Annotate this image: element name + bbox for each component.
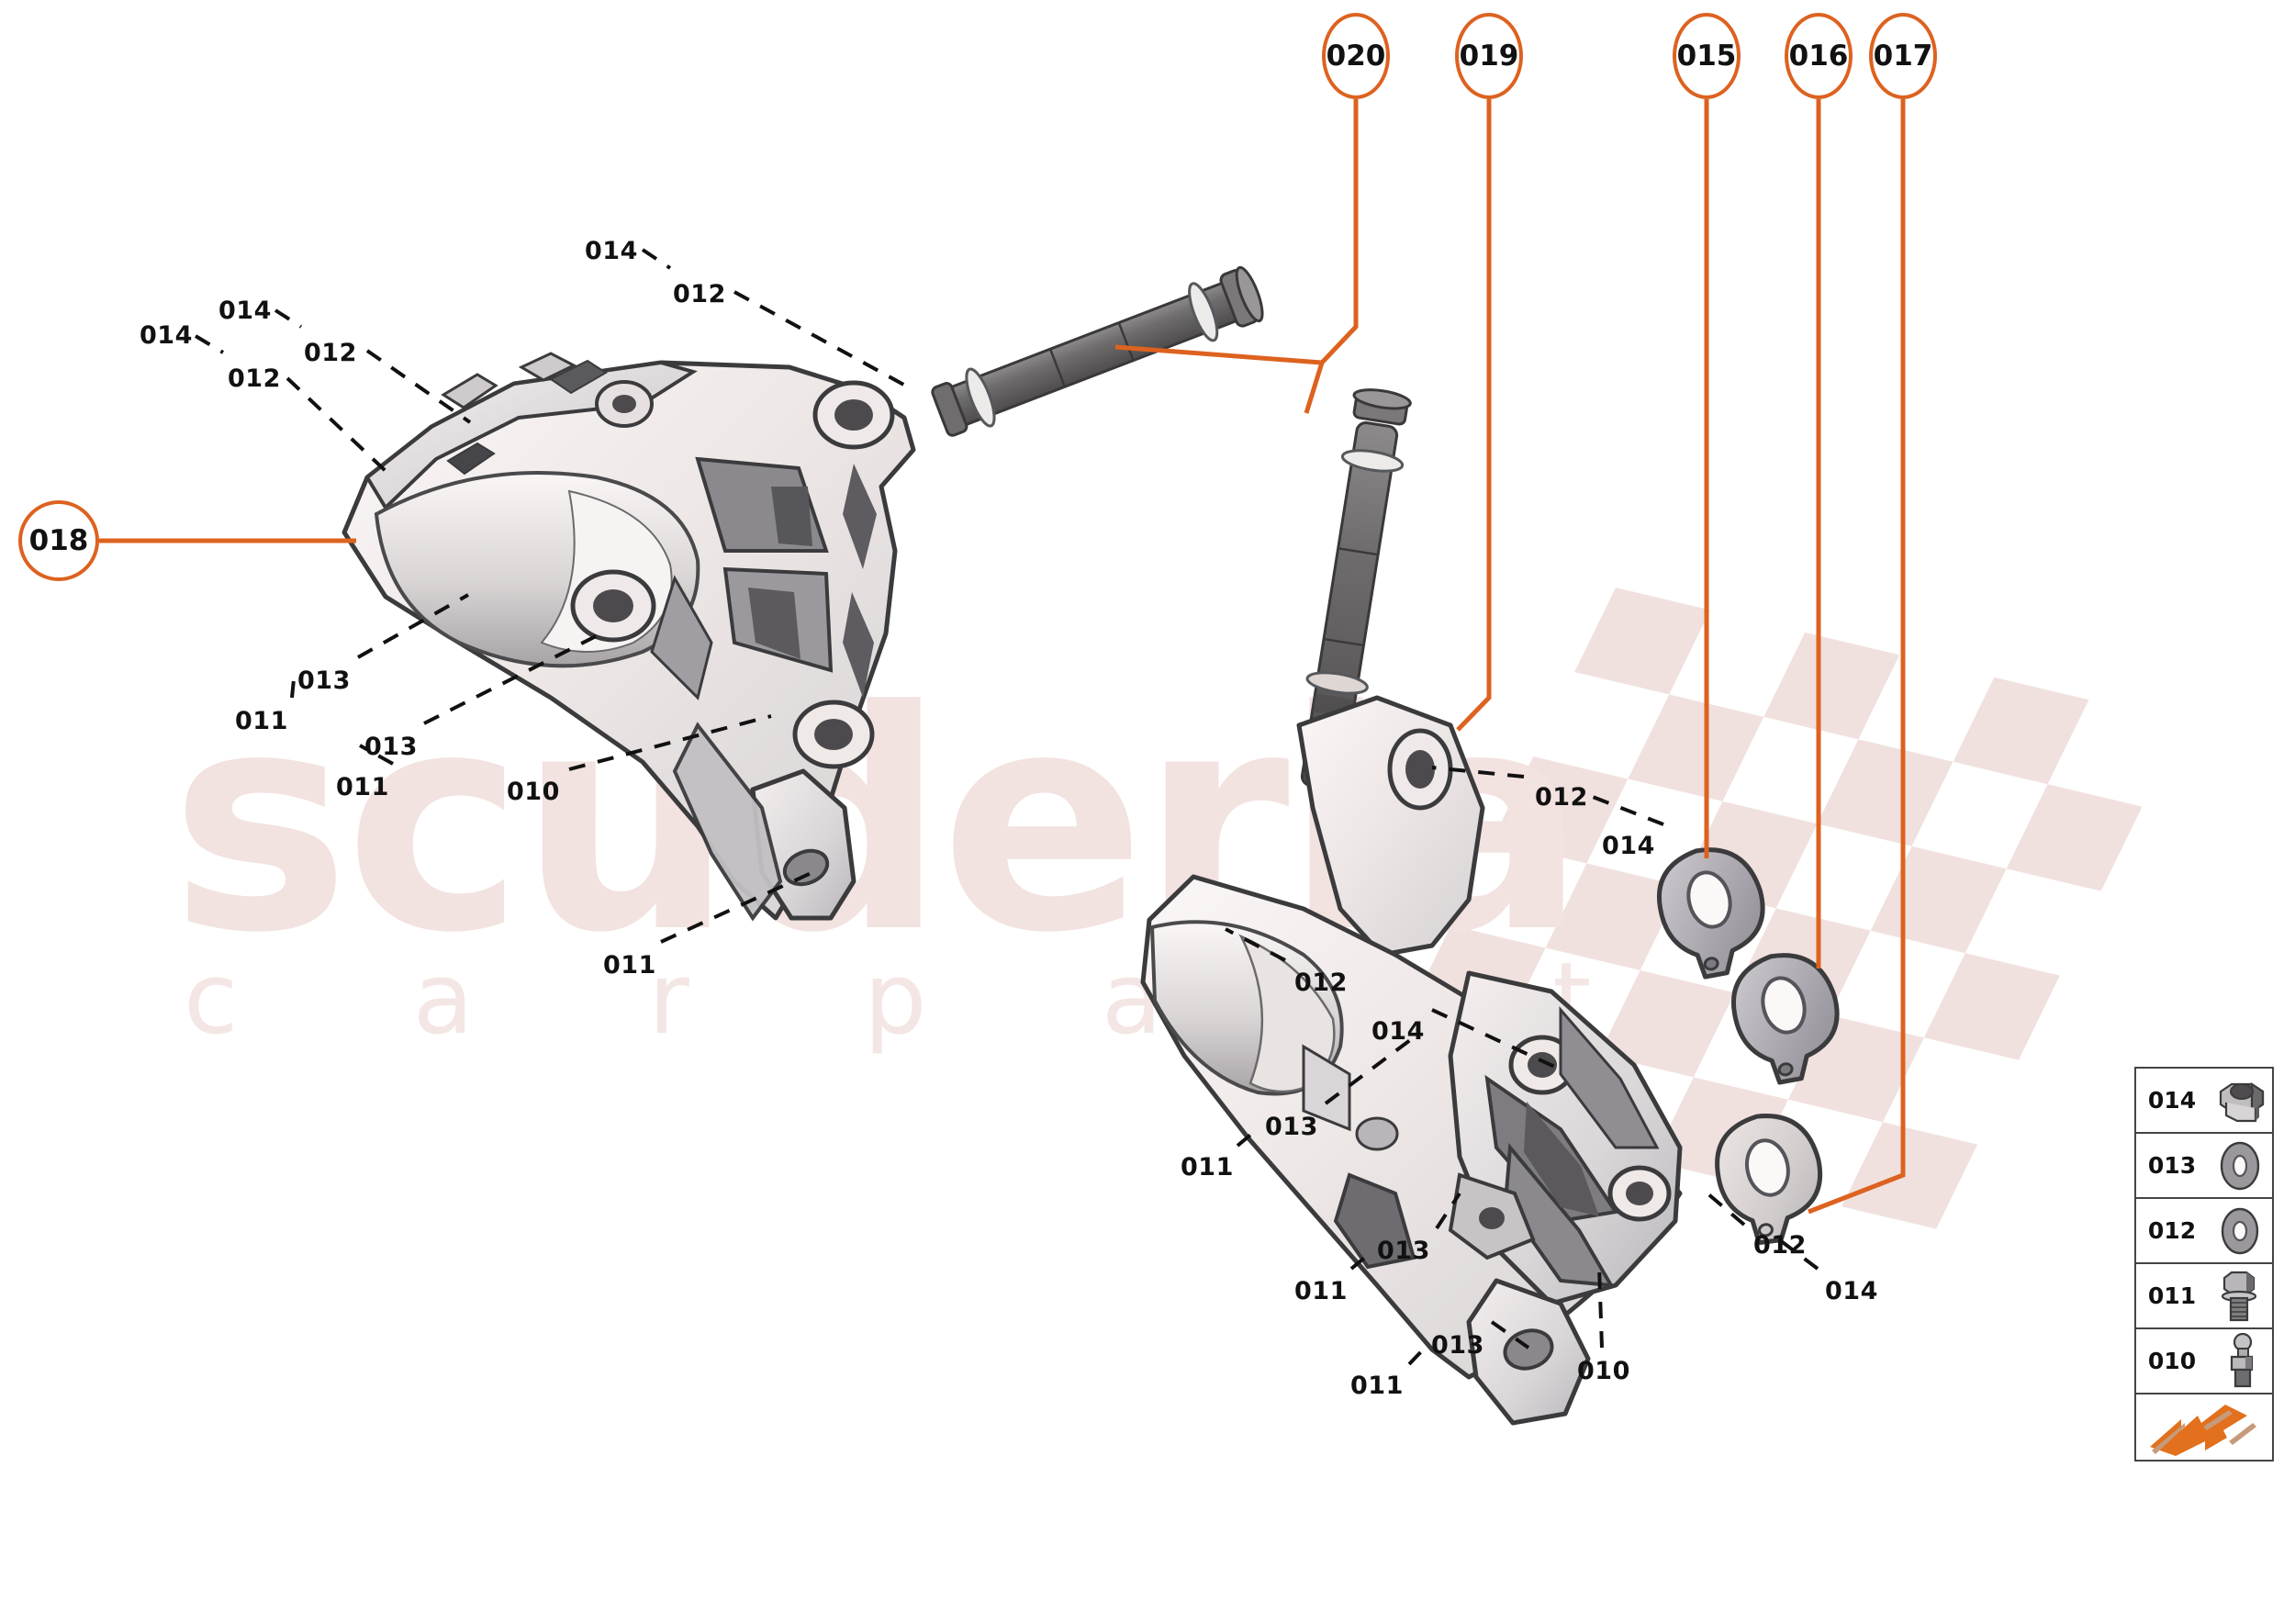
leader-020-branch [1304, 362, 1325, 414]
leader-l07 [357, 593, 469, 659]
callout-017[interactable]: 017 [1869, 13, 1937, 99]
leader-l01 [641, 248, 672, 270]
part-label-012: 012 [304, 339, 357, 367]
legend-number-010: 010 [2147, 1348, 2197, 1374]
leader-019 [1456, 99, 1492, 732]
callout-015[interactable]: 015 [1673, 13, 1741, 99]
flange-nut-icon [2208, 1069, 2272, 1132]
leader-l20 [1349, 1249, 1375, 1271]
long-through-bolt-019 [1300, 388, 1412, 791]
leader-l08 [290, 678, 296, 699]
tab-washer-016 [1731, 953, 1840, 1085]
leader-l03 [274, 308, 303, 329]
orange-arrow-icon [2136, 1394, 2272, 1460]
leader-l22 [1407, 1342, 1430, 1366]
part-label-011: 011 [1350, 1372, 1404, 1400]
part-label-014: 014 [218, 297, 272, 325]
part-label-014: 014 [1602, 832, 1655, 860]
leader-l16 [1431, 1008, 1562, 1071]
part-label-014: 014 [585, 237, 638, 265]
parts-legend: 014 013 012 [2134, 1067, 2274, 1462]
washer-icon [2208, 1199, 2272, 1262]
leader-l09 [423, 632, 602, 725]
tab-washer-017 [1715, 1114, 1823, 1246]
leader-l21 [1490, 1320, 1530, 1350]
part-label-014: 014 [1825, 1277, 1878, 1305]
leader-l10 [359, 744, 394, 766]
part-label-012: 012 [1294, 969, 1348, 997]
part-label-011: 011 [603, 951, 656, 980]
flange-bolt-icon [2208, 1264, 2272, 1327]
left-engine-mount-bracket [341, 352, 916, 922]
legend-number-012: 012 [2147, 1217, 2197, 1244]
part-label-014: 014 [1371, 1017, 1425, 1046]
long-through-bolt-020 [931, 265, 1264, 437]
part-label-012: 012 [1753, 1231, 1807, 1260]
callout-leader-lines [99, 99, 1906, 1215]
legend-row-arrow [2136, 1394, 2272, 1460]
leader-l11 [568, 714, 772, 771]
leader-l13 [1431, 766, 1525, 778]
large-washer-icon [2208, 1134, 2272, 1197]
leader-l18 [1236, 1126, 1261, 1148]
leader-l15 [1225, 927, 1286, 962]
part-label-012: 012 [1535, 783, 1588, 812]
part-label-013: 013 [1377, 1237, 1430, 1265]
legend-row-014: 014 [2136, 1069, 2272, 1134]
part-label-011: 011 [336, 773, 389, 801]
part-label-012: 012 [673, 280, 726, 308]
part-label-011: 011 [1294, 1277, 1348, 1305]
leader-l02 [733, 290, 910, 389]
leader-l05 [194, 334, 225, 354]
leader-l19 [1435, 1192, 1461, 1230]
part-label-012: 012 [228, 364, 281, 393]
legend-row-011: 011 [2136, 1264, 2272, 1329]
leader-l14 [1592, 795, 1664, 826]
legend-number-011: 011 [2147, 1282, 2197, 1309]
callout-018[interactable]: 018 [18, 500, 99, 581]
tab-washer-015 [1657, 847, 1765, 980]
callout-019[interactable]: 019 [1455, 13, 1523, 99]
leader-l25 [1774, 1236, 1819, 1271]
right-engine-mount-bracket [1140, 695, 1683, 1426]
part-label-010: 010 [507, 778, 560, 806]
legend-row-012: 012 [2136, 1199, 2272, 1264]
part-label-013: 013 [364, 733, 418, 761]
legend-row-010: 010 [2136, 1329, 2272, 1394]
leader-020 [1114, 99, 1359, 365]
leader-l24 [1706, 1192, 1746, 1226]
part-label-013: 013 [1431, 1331, 1484, 1360]
legend-number-013: 013 [2147, 1152, 2197, 1179]
callout-020[interactable]: 020 [1322, 13, 1390, 99]
leader-l06 [285, 376, 387, 473]
leader-017 [1808, 99, 1906, 1215]
part-label-011: 011 [235, 707, 288, 735]
part-label-013: 013 [297, 666, 351, 695]
ball-stud-icon [2208, 1329, 2272, 1393]
legend-number-014: 014 [2147, 1087, 2197, 1114]
part-label-010: 010 [1577, 1357, 1630, 1385]
part-label-014: 014 [140, 321, 193, 350]
leader-l23 [1597, 1266, 1604, 1349]
part-leader-lines [194, 248, 1819, 1366]
legend-row-013: 013 [2136, 1134, 2272, 1199]
callout-016[interactable]: 016 [1785, 13, 1853, 99]
part-label-013: 013 [1265, 1113, 1318, 1141]
leader-l12 [660, 868, 818, 944]
leader-l17 [1324, 1036, 1416, 1105]
leader-l04 [365, 349, 472, 424]
part-label-011: 011 [1181, 1153, 1234, 1182]
